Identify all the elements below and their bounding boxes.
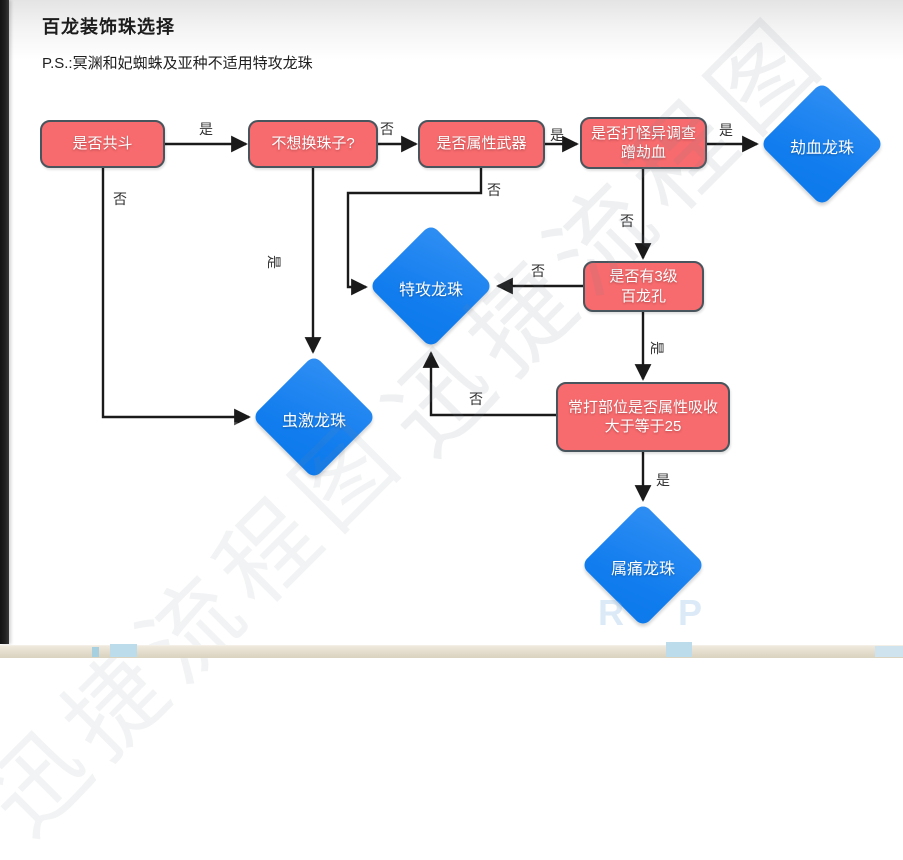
- edge-label-shuxingwuqi-no: 否: [487, 182, 501, 198]
- decision-gongdou-label: 是否共斗: [72, 135, 133, 153]
- bottom-band-chip: [92, 647, 99, 657]
- page-subtitle: P.S.:冥渊和妃蜘蛛及亚种不适用特攻龙珠: [42, 55, 313, 72]
- page-title: 百龙装饰珠选择: [42, 17, 175, 37]
- edge-shuxingwuqi-no: [346, 168, 483, 296]
- edge-label-xishou-no: 否: [469, 391, 483, 407]
- edge-xishou-no: [422, 351, 556, 417]
- decision-shuxing-wuqi-label: 是否属性武器: [436, 135, 527, 153]
- result-tegong-longzhu-label: 特攻龙珠: [398, 282, 463, 299]
- edge-label-gongdou-no: 否: [113, 191, 127, 207]
- edge-label-xishou-yes: 是: [656, 472, 670, 488]
- edge-gongdou-no: [101, 168, 251, 426]
- edge-label-diaocha-no: 否: [620, 213, 634, 229]
- edge-label-diaocha-yes: 是: [719, 122, 733, 138]
- edge-label-huanzhuzi-no: 否: [380, 121, 394, 137]
- result-jiexue-longzhu-label: 劫血龙珠: [789, 140, 854, 157]
- edge-label-shuxingwuqi-yes: 是: [550, 127, 564, 143]
- result-chongji-longzhu-label: 虫激龙珠: [281, 413, 346, 430]
- edge-label-gongdou-yes: 是: [199, 121, 213, 137]
- edge-label-bailongkong-yes: 是: [649, 341, 665, 355]
- result-shutong-longzhu-label: 属痛龙珠: [610, 561, 675, 578]
- decision-guaiyi-diaocha: 是否打怪异调查 蹭劫血: [580, 117, 707, 169]
- decision-shuxing-wuqi: 是否属性武器: [418, 120, 545, 168]
- decision-bailong-kong-label: 是否有3级 百龙孔: [609, 268, 678, 305]
- decision-xishou-25: 常打部位是否属性吸收 大于等于25: [556, 382, 730, 452]
- page-top-gradient: [0, 0, 903, 60]
- decision-xishou-25-label: 常打部位是否属性吸收 大于等于25: [567, 398, 718, 436]
- decision-gongdou: 是否共斗: [40, 120, 165, 168]
- left-dark-edge: [0, 0, 9, 644]
- bottom-band-chip: [875, 646, 903, 657]
- edge-label-huanzhuzi-yes: 是: [266, 255, 282, 269]
- decision-bailong-kong: 是否有3级 百龙孔: [583, 261, 704, 312]
- connector-layer: [101, 135, 759, 502]
- edge-label-bailongkong-no: 否: [531, 263, 545, 279]
- decision-huan-zhuzi-label: 不想换珠子?: [271, 135, 355, 153]
- decision-huan-zhuzi: 不想换珠子?: [248, 120, 378, 168]
- bottom-band-chip: [666, 642, 692, 657]
- bottom-band-chip: [110, 644, 137, 657]
- decision-guaiyi-diaocha-label: 是否打怪异调查 蹭劫血: [590, 124, 696, 162]
